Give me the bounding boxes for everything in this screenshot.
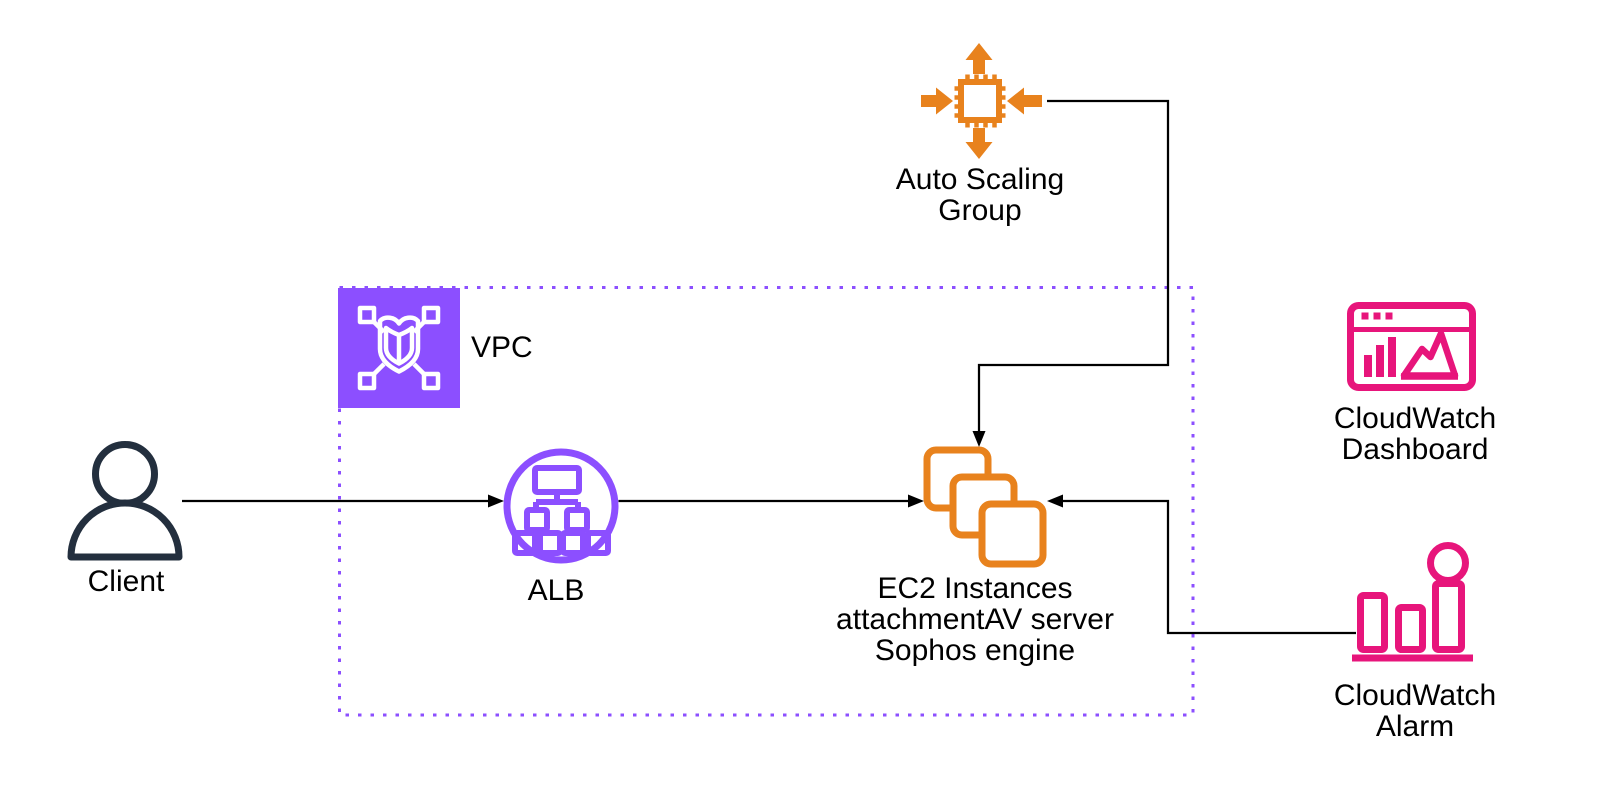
user-body xyxy=(67,499,183,561)
cloudwatch-dashboard-icon xyxy=(1347,302,1476,391)
asg-arrow-down xyxy=(965,128,993,159)
cloudwatch-alarm-label: CloudWatch Alarm xyxy=(1333,679,1497,743)
alarm-bar-3 xyxy=(1432,580,1465,653)
vpc-boundary xyxy=(338,286,1195,717)
client-label: Client xyxy=(87,565,165,598)
ec2-instances-label: EC2 Instances attachmentAV server Sophos… xyxy=(836,572,1114,667)
connector-alarm-ec2 xyxy=(1063,499,1356,635)
alarm-bar-1 xyxy=(1357,592,1388,653)
arrowhead-into-alb xyxy=(488,494,504,508)
connector-asg-ec2 xyxy=(977,99,1170,431)
alarm-indicator-circle xyxy=(1427,542,1469,584)
dashboard-titlebar-dots xyxy=(1361,312,1393,320)
arrowhead-into-ec2-top xyxy=(972,431,986,447)
load-balancer-icon xyxy=(503,448,619,564)
asg-scale-arrows xyxy=(921,43,1042,159)
alb-glyph xyxy=(512,465,611,556)
ec2-square-front xyxy=(978,500,1047,568)
cloudwatch-dashboard-label: CloudWatch Dashboard xyxy=(1333,402,1497,466)
asg-arrow-inward-left xyxy=(921,87,953,115)
dashboard-bar-chart xyxy=(1364,337,1396,377)
connector-lines xyxy=(182,99,1356,635)
alarm-bar-2 xyxy=(1395,604,1426,653)
connector-arrowheads xyxy=(488,431,1063,508)
asg-arrow-up xyxy=(965,43,993,74)
ec2-instances-icon xyxy=(923,446,1047,568)
asg-chip-pins xyxy=(954,74,1006,128)
arrowhead-into-ec2-left xyxy=(908,494,924,508)
vpc-label: VPC xyxy=(471,331,533,364)
user-icon xyxy=(67,441,183,561)
asg-arrow-inward-right xyxy=(1007,87,1042,115)
auto-scaling-group-label: Auto Scaling Group xyxy=(895,163,1065,227)
vpc-shield-icon xyxy=(338,288,460,408)
auto-scaling-icon xyxy=(921,43,1042,159)
vpc-icon-glyph xyxy=(357,305,441,391)
user-head xyxy=(92,441,158,507)
asg-chip-body xyxy=(958,79,1002,123)
alb-label: ALB xyxy=(527,574,585,607)
cloudwatch-alarm-icon xyxy=(1352,542,1473,662)
arrowhead-into-ec2-right xyxy=(1047,494,1063,508)
